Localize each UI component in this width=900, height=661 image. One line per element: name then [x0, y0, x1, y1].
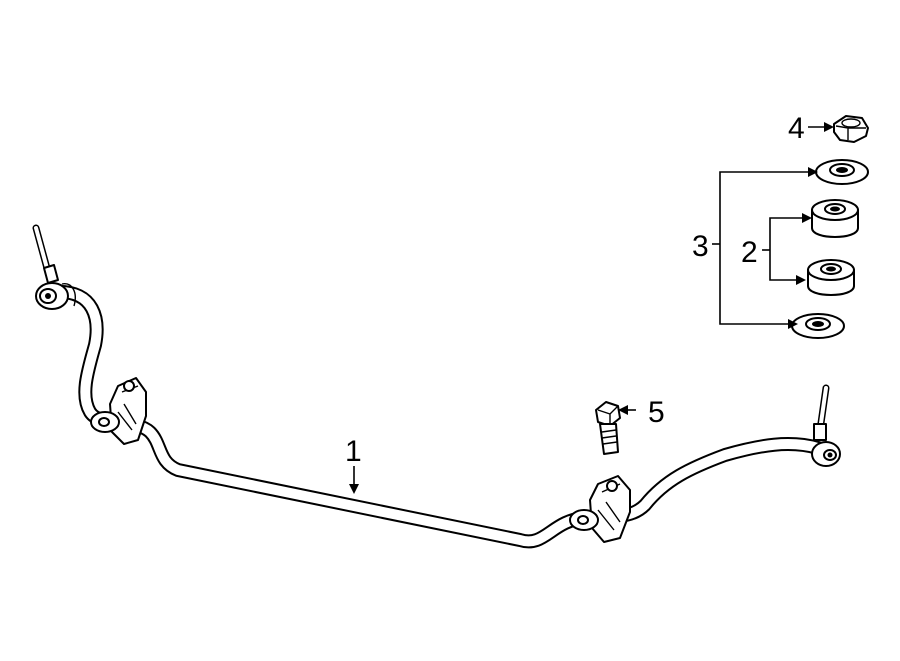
upper-washer[interactable] — [815, 159, 869, 185]
lower-washer[interactable] — [791, 313, 845, 339]
leader-2 — [762, 213, 812, 285]
right-bushing-bracket[interactable] — [569, 475, 631, 543]
stabilizer-bar[interactable] — [32, 224, 841, 549]
leader-5 — [618, 405, 636, 415]
leader-3 — [712, 167, 818, 329]
callout-1: 1 — [345, 435, 362, 468]
right-end-link[interactable] — [811, 384, 841, 467]
left-bushing-bracket[interactable] — [90, 377, 147, 445]
callout-4: 4 — [788, 112, 805, 145]
left-end-link[interactable] — [32, 224, 76, 310]
leader-1 — [349, 466, 359, 494]
lower-bushing[interactable] — [807, 259, 855, 296]
bracket-bolt[interactable] — [595, 401, 621, 455]
upper-bushing[interactable] — [811, 199, 859, 238]
leader-4 — [808, 122, 834, 132]
callout-2: 2 — [741, 236, 758, 269]
callout-3: 3 — [692, 230, 709, 263]
callout-5: 5 — [648, 396, 665, 429]
link-nut[interactable] — [833, 115, 869, 143]
